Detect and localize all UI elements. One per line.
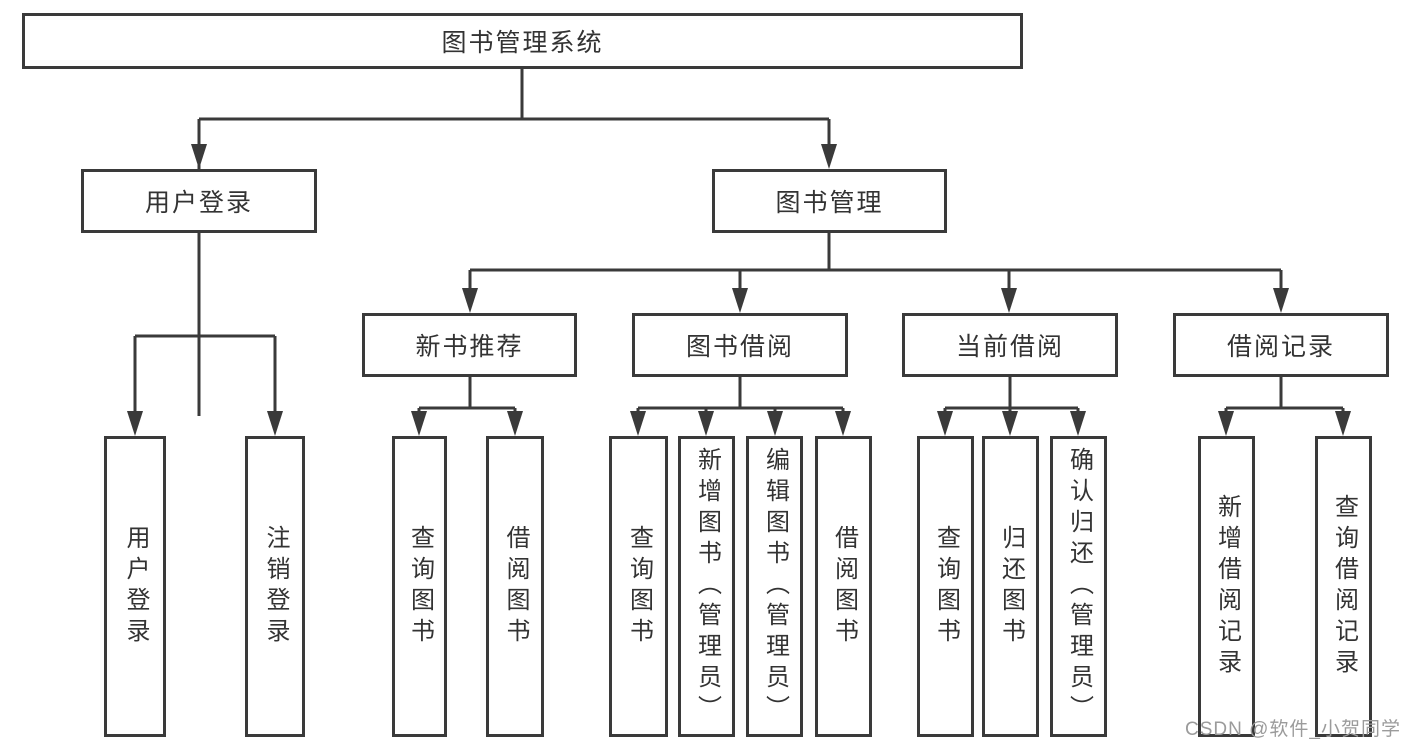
leaf-confirm-return-admin: 确认归还（管理员） <box>1050 436 1107 737</box>
leaf-user-login-label: 用户登录 <box>122 524 149 649</box>
node-user-login-label: 用户登录 <box>144 189 253 217</box>
leaf-query-books-current: 查询图书 <box>917 436 974 737</box>
node-library-management-system-label: 图书管理系统 <box>441 29 604 57</box>
leaf-query-books-borrow: 查询图书 <box>609 436 668 737</box>
node-borrow-records: 借阅记录 <box>1173 313 1389 377</box>
leaf-edit-books-admin-label: 编辑图书（管理员） <box>761 447 789 726</box>
node-borrow-records-label: 借阅记录 <box>1226 333 1335 361</box>
node-book-management-label: 图书管理 <box>775 189 884 217</box>
leaf-logout-label: 注销登录 <box>262 524 289 649</box>
connector-arrowheads-level3 <box>462 288 1289 313</box>
leaf-confirm-return-admin-label: 确认归还（管理员） <box>1065 447 1093 726</box>
leaf-add-borrow-record-label: 新增借阅记录 <box>1213 493 1241 680</box>
node-current-borrow-label: 当前借阅 <box>955 333 1064 361</box>
leaf-query-books-borrow-label: 查询图书 <box>625 524 653 649</box>
leaf-add-books-admin: 新增图书（管理员） <box>678 436 735 737</box>
csdn-watermark: CSDN @软件_小贺同学 <box>1185 719 1401 740</box>
leaf-return-books: 归还图书 <box>982 436 1039 737</box>
leaf-query-borrow-records: 查询借阅记录 <box>1315 436 1372 737</box>
leaf-logout: 注销登录 <box>245 436 305 737</box>
node-current-borrow: 当前借阅 <box>902 313 1118 377</box>
leaf-borrow-books-recommend: 借阅图书 <box>486 436 544 737</box>
leaf-user-login: 用户登录 <box>104 436 166 737</box>
leaf-borrow-books: 借阅图书 <box>815 436 872 737</box>
node-book-borrow: 图书借阅 <box>632 313 848 377</box>
node-new-book-recommend: 新书推荐 <box>362 313 577 377</box>
leaf-query-books-recommend: 查询图书 <box>392 436 447 737</box>
node-book-management: 图书管理 <box>712 169 947 233</box>
leaf-add-books-admin-label: 新增图书（管理员） <box>693 447 721 726</box>
leaf-query-borrow-records-label: 查询借阅记录 <box>1330 493 1358 680</box>
leaf-return-books-label: 归还图书 <box>997 524 1025 649</box>
leaf-query-books-current-label: 查询图书 <box>932 524 960 649</box>
connector-book-management-to-level3 <box>468 233 1283 304</box>
node-library-management-system: 图书管理系统 <box>22 13 1023 69</box>
connector-arrowheads-user-login <box>127 411 283 436</box>
leaf-edit-books-admin: 编辑图书（管理员） <box>746 436 803 737</box>
connector-arrowheads-leaves <box>411 411 1351 436</box>
connector-root-to-level2 <box>133 69 831 427</box>
connector-level3-to-leaves <box>417 377 1345 427</box>
leaf-query-books-recommend-label: 查询图书 <box>406 524 434 649</box>
connector-arrowheads-level2 <box>191 144 837 169</box>
leaf-borrow-books-recommend-label: 借阅图书 <box>502 524 529 649</box>
node-user-login: 用户登录 <box>81 169 317 233</box>
leaf-borrow-books-label: 借阅图书 <box>830 524 858 649</box>
node-book-borrow-label: 图书借阅 <box>685 333 794 361</box>
leaf-add-borrow-record: 新增借阅记录 <box>1198 436 1255 737</box>
node-new-book-recommend-label: 新书推荐 <box>415 333 524 361</box>
